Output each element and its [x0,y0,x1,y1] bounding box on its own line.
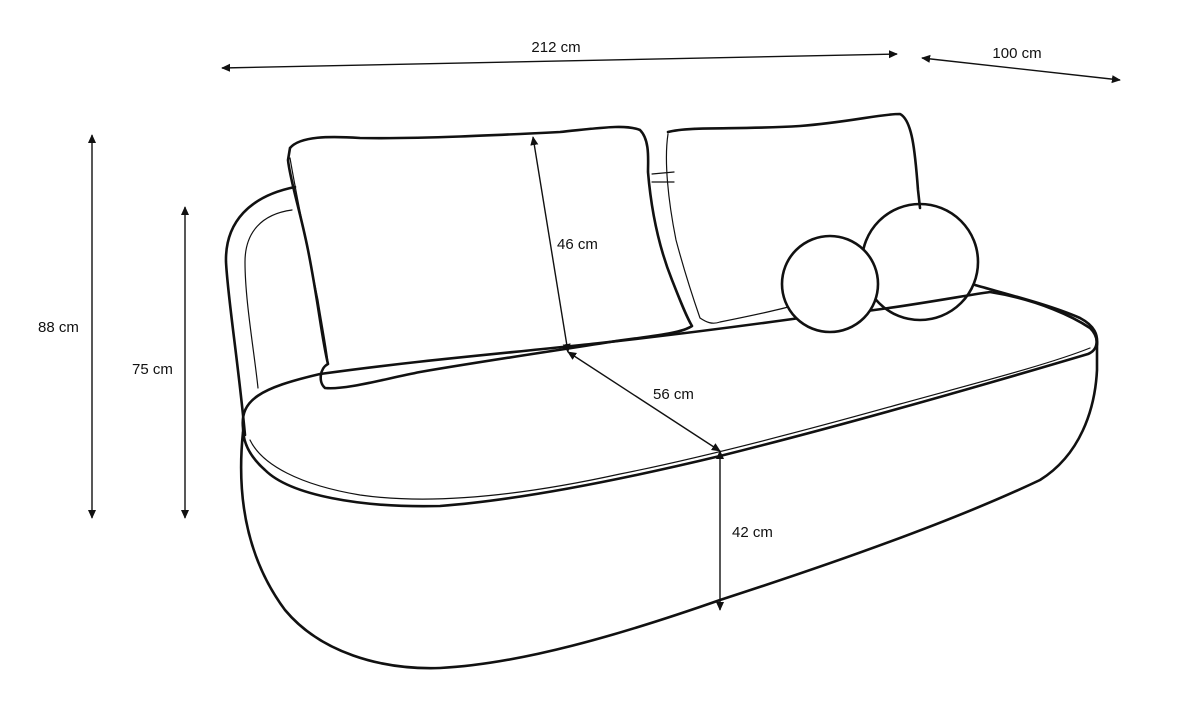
cushion-height-label: 46 cm [557,236,598,253]
depth-label: 100 cm [992,45,1041,62]
back-height-label: 75 cm [132,361,173,378]
width-label: 212 cm [531,39,580,56]
bolster-roll-front [780,234,880,334]
sofa-back-frame [224,185,297,437]
back-cushion-right [666,112,922,210]
seat-height-label: 42 cm [732,524,773,541]
width-dimension-line [221,50,898,72]
seat-cushion-top [241,290,1098,508]
seat-piping [249,347,1091,500]
dimension-labels: 212 cm 100 cm 88 cm 75 cm 46 cm 56 cm 42… [38,39,1042,541]
total-height-label: 88 cm [38,319,79,336]
seat-depth-dimension-line [567,351,721,452]
sofa-back-right [973,283,1099,347]
back-gap-strip [651,171,675,183]
seat-depth-label: 56 cm [653,386,694,403]
back-cushion-right-side [665,133,793,324]
sofa-base [239,340,1099,670]
cushion-height-dimension-line [530,136,571,353]
back-cushion-left-detail [289,157,329,363]
depth-dimension-line [921,54,1121,84]
sofa-illustration [224,112,1099,670]
sofa-back-inner [244,209,293,389]
back-cushion-left [286,125,694,390]
dimension-lines [87,50,1121,611]
